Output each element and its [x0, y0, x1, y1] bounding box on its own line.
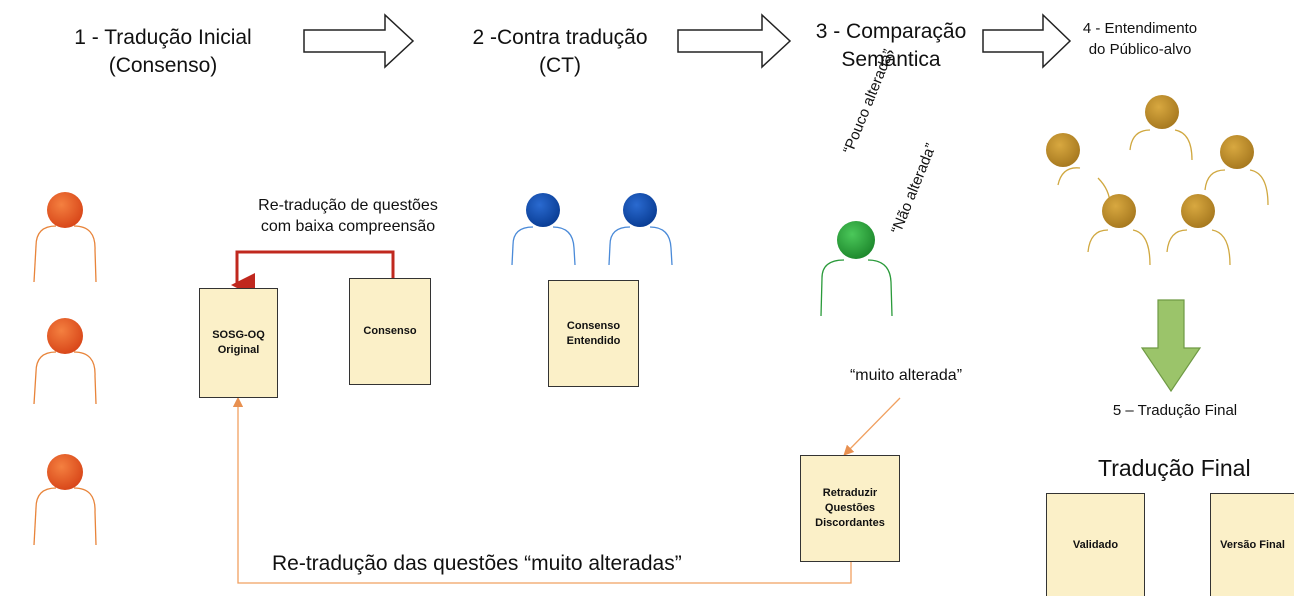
step-2-line-2: (CT) [539, 54, 581, 77]
green-down-arrow [1140, 299, 1202, 393]
muito-alterada-label: “muito alterada” [849, 367, 963, 384]
translator-person-2 [33, 318, 97, 405]
back-translator-person-1 [511, 193, 576, 266]
comparator-person [820, 221, 893, 317]
muito-alterada-arrow [843, 397, 901, 456]
back-translator-person-2 [608, 193, 673, 266]
retranslation-muito-label: Re-tradução das questões “muito alterada… [272, 552, 682, 575]
original-box: SOSG-OQ Original [199, 288, 278, 398]
red-feedback-arrow [231, 250, 395, 297]
arrow-step3-to-step4 [982, 13, 1072, 69]
step-3-line-2: Semântica [841, 48, 941, 71]
retraduzir-line-3: Discordantes [815, 517, 885, 529]
original-line-1: SOSG-OQ [212, 329, 265, 341]
low-comprehension-line-1: Re-tradução de questões [258, 197, 438, 214]
consenso-entendido-box: Consenso Entendido [548, 280, 639, 387]
step-4-line-2: do Público-alvo [1088, 41, 1192, 58]
audience-person-4 [1087, 194, 1151, 266]
low-comprehension-line-2: com baixa compreensão [260, 218, 436, 235]
original-line-2: Original [217, 344, 260, 356]
entendido-line-2: Entendido [566, 334, 621, 347]
translator-person-3 [33, 454, 97, 546]
retraduzir-box: Retraduzir Questões Discordantes [800, 455, 900, 562]
versao-final-box: Versão Final [1210, 493, 1294, 596]
return-line [232, 396, 852, 584]
step-5-title: 5 – Tradução Final [1112, 402, 1238, 419]
step-3-title: 3 - Comparação Semântica [800, 18, 982, 74]
audience-person-5 [1166, 194, 1231, 266]
audience-person-3 [1204, 135, 1269, 206]
versao-final-label: Versão Final [1220, 538, 1285, 551]
step-3-line-1: 3 - Comparação [815, 20, 967, 43]
step-2-line-1: 2 -Contra tradução [472, 26, 648, 49]
step-1-line-1: 1 - Tradução Inicial [74, 26, 252, 49]
consenso-label: Consenso [363, 325, 417, 337]
step-1-line-2: (Consenso) [108, 54, 218, 77]
translator-person-1 [33, 192, 97, 283]
step-4-title: 4 - Entendimento do Público-alvo [1070, 18, 1210, 60]
arrow-step2-to-step3 [677, 13, 792, 69]
retraduzir-line-1: Retraduzir [822, 487, 878, 499]
step-2-title: 2 -Contra tradução (CT) [455, 24, 665, 80]
arrow-step1-to-step2 [303, 13, 415, 69]
audience-person-2 [1129, 95, 1193, 161]
validado-box: Validado [1046, 493, 1145, 596]
audience-person-1 [1046, 133, 1111, 206]
validado-label: Validado [1072, 538, 1119, 551]
step-4-line-1: 4 - Entendimento [1082, 20, 1198, 37]
consenso-box: Consenso [349, 278, 431, 385]
low-comprehension-note: Re-tradução de questões com baixa compre… [230, 195, 466, 237]
retraduzir-line-2: Questões [824, 502, 876, 514]
entendido-line-1: Consenso [566, 319, 621, 332]
final-translation-heading: Tradução Final [1098, 455, 1251, 481]
step-1-title: 1 - Tradução Inicial (Consenso) [48, 24, 278, 80]
